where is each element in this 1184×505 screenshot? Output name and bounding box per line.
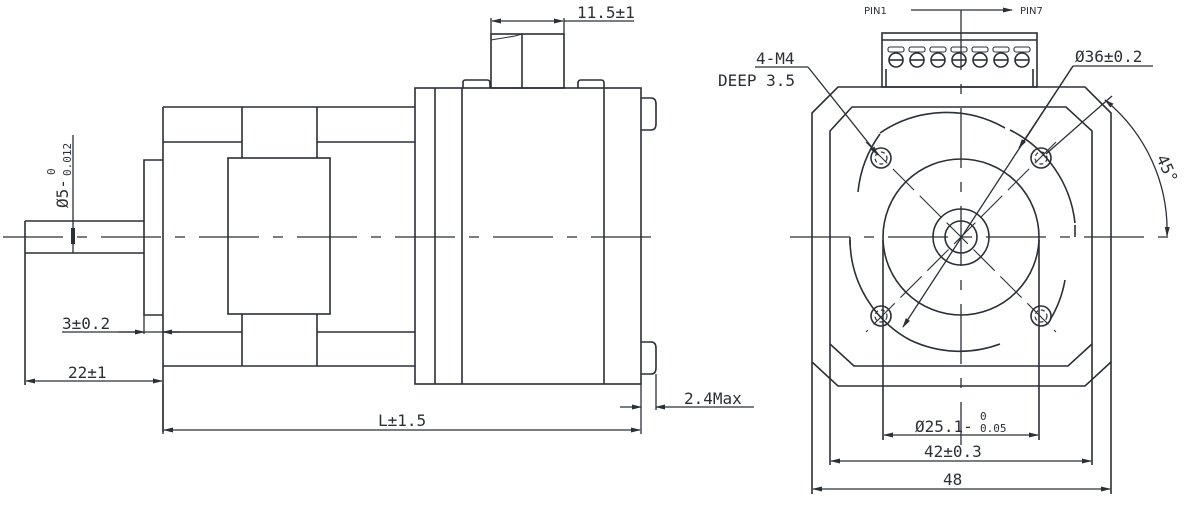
flange-inner [829, 106, 1093, 367]
dim-flange-width: 48 [812, 470, 1111, 492]
mount-hole-spec-label: 4-M4 [756, 49, 795, 68]
flange-width-label: 48 [943, 470, 962, 489]
motor-body [414, 33, 657, 385]
hole-spacing-label: 42±0.3 [924, 442, 982, 461]
side-view: Ø5- 0 0.012 3±0.2 22±1 L±1.5 [3, 3, 754, 434]
angle-label: 45° [1152, 152, 1181, 186]
body-length-label: L±1.5 [378, 411, 426, 430]
dim-shaft-diameter: Ø5- 0 0.012 [45, 135, 75, 253]
screw-protrusion-label: 2.4Max [684, 389, 742, 408]
connector-block [881, 32, 1038, 88]
bolt-arc-upper [1009, 129, 1076, 224]
svg-text:0.012: 0.012 [61, 143, 74, 176]
dim-shaft-length: 22±1 [25, 363, 163, 384]
dim-pilot-diameter: Ø25.1- 0 0.05 [883, 410, 1039, 438]
shaft [24, 220, 144, 385]
pilot-diameter-label: Ø25.1- [915, 417, 973, 436]
dim-body-length: L±1.5 [162, 384, 642, 434]
front-end-cap [162, 106, 415, 432]
svg-text:0.05: 0.05 [980, 422, 1007, 435]
mount-hole-br [1030, 305, 1052, 327]
dim-screw-protrusion: 2.4Max [620, 374, 754, 410]
pin-start-label: PIN1 [864, 6, 887, 17]
dim-hole-spacing: 42±0.3 [830, 442, 1092, 464]
dim-pilot-height: 3±0.2 [62, 314, 180, 335]
dim-connector-width: 11.5±1 [490, 3, 635, 34]
connector-width-label: 11.5±1 [577, 3, 635, 22]
svg-text:0: 0 [45, 168, 58, 175]
mount-hole-depth-label: DEEP 3.5 [718, 71, 795, 90]
mount-hole-tl [870, 147, 892, 169]
mount-hole-tr [1030, 147, 1052, 169]
dim-bolt-circle: Ø36±0.2 [902, 47, 1153, 328]
shaft-length-label: 22±1 [68, 363, 107, 382]
pilot-height-label: 3±0.2 [62, 314, 110, 333]
flange-outline [811, 86, 1112, 387]
pin-range-label: PIN1 PIN7 [864, 6, 1043, 17]
svg-text:0: 0 [980, 410, 987, 423]
dim-angle: 45° [1045, 95, 1182, 237]
connector-pins [887, 46, 1031, 68]
mount-hole-bl [870, 305, 892, 327]
shaft-diameter-label: Ø5- [53, 179, 72, 208]
front-view: PIN1 PIN7 4-M4 DEEP 3.5 [718, 6, 1182, 494]
bolt-circle-label: Ø36±0.2 [1075, 47, 1142, 66]
pin-end-label: PIN7 [1020, 6, 1043, 17]
dim-mount-holes: 4-M4 DEEP 3.5 [718, 49, 879, 156]
